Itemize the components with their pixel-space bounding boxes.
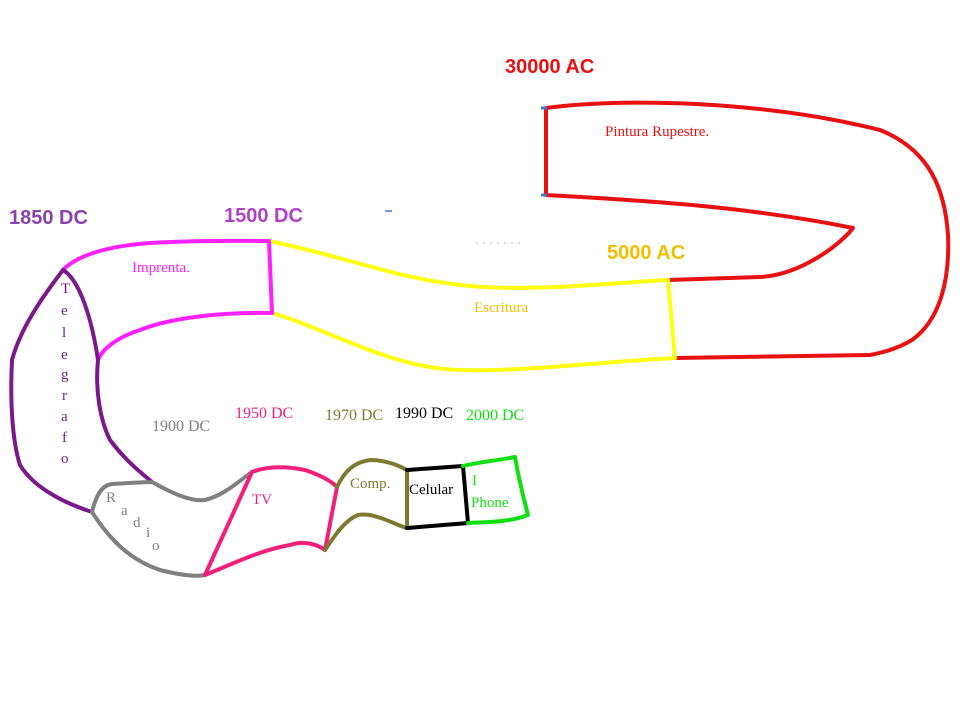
label-radio-r: R bbox=[106, 490, 116, 506]
label-telegrafo-f: f bbox=[62, 430, 67, 446]
label-pintura-rupestre: Pintura Rupestre. bbox=[605, 124, 709, 140]
label-1500-dc: 1500 DC bbox=[224, 205, 303, 227]
label-iphone-phone: Phone bbox=[471, 495, 509, 511]
label-2000-dc: 2000 DC bbox=[466, 407, 524, 424]
label-telegrafo-e2: e bbox=[61, 347, 68, 363]
label-telegrafo-l: l bbox=[62, 325, 66, 341]
label-comp: Comp. bbox=[350, 476, 390, 492]
label-1950-dc: 1950 DC bbox=[235, 405, 293, 422]
label-30000-ac: 30000 AC bbox=[505, 56, 594, 78]
label-1990-dc: 1990 DC bbox=[395, 405, 453, 422]
pintura-rupestre-segment bbox=[544, 100, 951, 360]
label-radio-a: a bbox=[121, 503, 128, 519]
label-5000-ac: 5000 AC bbox=[607, 242, 685, 264]
label-escritura: Escritura bbox=[474, 300, 528, 316]
label-radio-o: o bbox=[152, 538, 160, 554]
label-iphone-i: I bbox=[472, 473, 477, 489]
label-telegrafo-r: r bbox=[62, 388, 67, 404]
tv-segment bbox=[203, 465, 339, 577]
label-telegrafo-a: a bbox=[61, 409, 68, 425]
label-tv: TV bbox=[252, 492, 272, 508]
escritura-segment bbox=[267, 239, 677, 373]
label-radio-d: d bbox=[133, 515, 141, 531]
label-1970-dc: 1970 DC bbox=[325, 407, 383, 424]
label-telegrafo-e1: e bbox=[61, 303, 68, 319]
label-1900-dc: 1900 DC bbox=[152, 418, 210, 435]
radio-segment bbox=[90, 470, 254, 578]
comp-segment bbox=[323, 458, 409, 552]
label-1850-dc: 1850 DC bbox=[9, 207, 88, 229]
label-telegrafo-o: o bbox=[61, 451, 69, 467]
iphone-segment bbox=[461, 455, 530, 525]
label-imprenta: Imprenta. bbox=[132, 260, 190, 276]
label-radio-i: i bbox=[146, 525, 150, 541]
label-telegrafo-t: T bbox=[61, 281, 70, 297]
label-telegrafo-g: g bbox=[61, 367, 69, 383]
celular-segment bbox=[405, 464, 470, 530]
telegrafo-segment bbox=[9, 268, 154, 514]
imprenta-segment bbox=[61, 238, 274, 362]
label-celular: Celular bbox=[409, 482, 453, 498]
